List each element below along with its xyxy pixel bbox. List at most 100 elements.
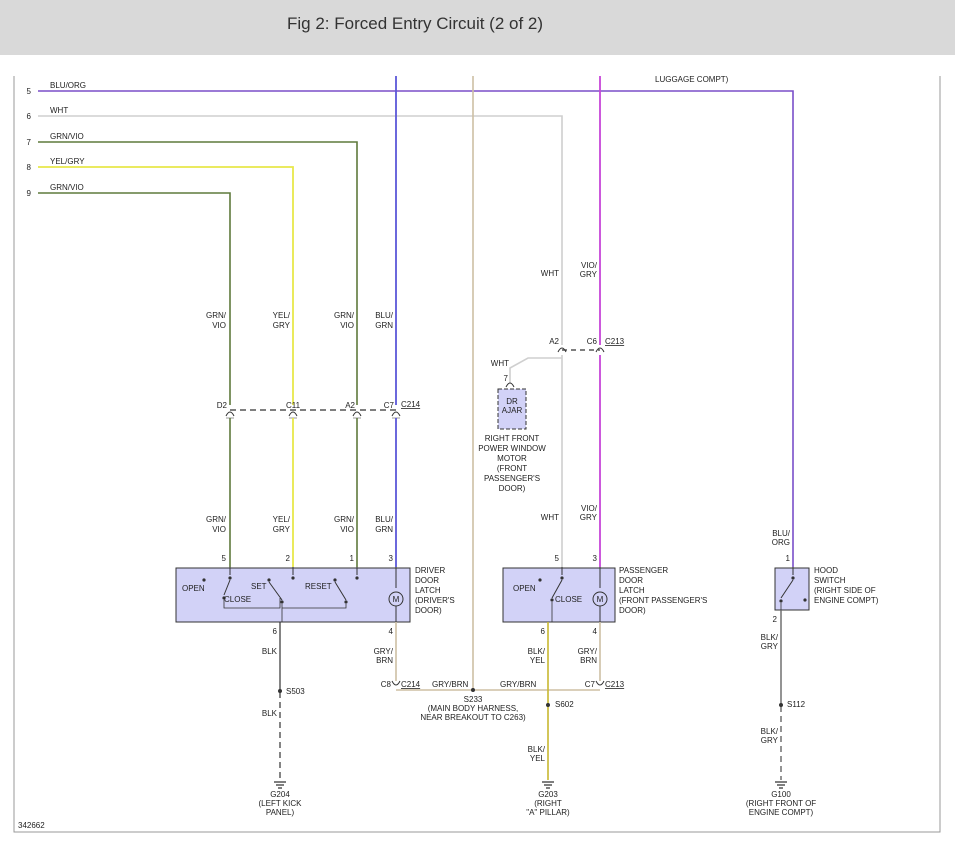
passenger-door-latch: 5 3 M OPEN CLOSE PASSENGER DOOR LATCH (F… [502,554,707,623]
figure-title: Fig 2: Forced Entry Circuit (2 of 2) [287,14,544,33]
label: (LEFT KICK [259,799,303,808]
upper-wire-labels: GRN/ VIO YEL/ GRY GRN/ VIO BLU/ GRN WHT … [206,261,598,330]
label: GRN [375,321,393,330]
label: WHT [541,513,559,522]
label: BLK [262,647,278,656]
label: GRY [273,525,291,534]
luggage-compt-label: LUGGAGE COMPT) [655,75,729,84]
label: VIO [212,321,226,330]
label: (RIGHT FRONT OF [746,799,816,808]
motor-symbol: M [597,595,604,604]
label: BLK [262,709,278,718]
label: (MAIN BODY HARNESS, [428,704,519,713]
label: GRY/BRN [500,680,537,689]
splice-s602-label: S602 [555,700,574,709]
pin-8-label: 8 [27,163,32,172]
pin: 5 [222,554,227,563]
splice-s233-label: S233 [464,695,483,704]
wire-grn-vio-9 [38,192,231,405]
connector-c213-upper: A2 C6 C213 [549,337,625,353]
pin: 2 [286,554,291,563]
label: VIO/ [581,261,598,270]
splice-s503-label: S503 [286,687,305,696]
connector-c213-label: C213 [605,337,625,346]
wire-label-grn-vio-9: GRN/VIO [50,183,84,192]
label: PASSENGER [619,566,668,575]
label: POWER WINDOW [478,444,546,453]
lower-wire-labels-pass: WHT VIO/ GRY BLU/ ORG [541,504,791,547]
dr-ajar-text-b: AJAR [502,406,523,415]
label: BLU/ [375,311,394,320]
label: YEL [530,656,546,665]
label: GRY [580,513,598,522]
label: GRN/ [206,311,227,320]
wire-yel-gry [38,166,294,405]
wire-wht-branch [509,357,562,383]
label: GRY [580,270,598,279]
pin-6-label: 6 [27,112,32,121]
label: GRN/ [334,311,355,320]
label: BLU/ [375,515,394,524]
driver-door-latch: 5 2 1 3 M OPEN CLOSE SET RESET DRIVER DO… [175,554,455,623]
label: HOOD [814,566,838,575]
label: VIO/ [581,504,598,513]
label: ENGINE COMPT) [749,808,814,817]
label: (DRIVER'S [415,596,455,605]
label: BLK/ [528,647,546,656]
splice-s112-label: S112 [787,700,806,709]
label: G203 [538,790,558,799]
lower-wire-labels-driver: GRN/ VIO YEL/ GRY GRN/ VIO BLU/ GRN [206,515,394,534]
dr-ajar-switch: DR AJAR [497,388,527,430]
wire-label-blu-org: BLU/ORG [50,81,86,90]
ground-g204: G204 (LEFT KICK PANEL) [259,781,303,817]
connector-c214: D2 C11 A2 C7 C214 [217,400,421,419]
connector-c214-label: C214 [401,400,421,409]
label: BRN [580,656,597,665]
label: (FRONT [497,464,527,473]
label: GRN/ [334,515,355,524]
wire-wht [38,115,563,345]
connector-c213-lower: C213 [605,680,625,689]
label: VIO [340,321,354,330]
rfpwm-label: RIGHT FRONT POWER WINDOW MOTOR (FRONT PA… [478,434,546,493]
label-close: CLOSE [555,595,582,604]
label: NEAR BREAKOUT TO C263) [420,713,526,722]
figure-header: Fig 2: Forced Entry Circuit (2 of 2) [0,0,955,55]
label: GRY/BRN [432,680,469,689]
label-open: OPEN [513,584,536,593]
label: ENGINE COMPT) [814,596,879,605]
label: DOOR [619,576,643,585]
label-close: CLOSE [224,595,251,604]
wire-label-wht: WHT [50,106,68,115]
splice-dot-s503 [278,689,282,693]
label: GRY [761,642,779,651]
label-wht-branch: WHT [491,359,509,368]
pin: 6 [273,627,278,636]
motor-symbol: M [393,595,400,604]
diagram-frame [13,76,941,833]
wire-label-yel-gry: YEL/GRY [50,157,85,166]
ground-g203: G203 (RIGHT "A" PILLAR) [526,781,570,817]
label: MOTOR [497,454,527,463]
label: BLK/ [528,745,546,754]
pin-a2-pass: A2 [549,337,559,346]
wire-label-grn-vio-7: GRN/VIO [50,132,84,141]
pin: 3 [389,554,394,563]
label: DOOR) [619,606,646,615]
label: BLK/ [761,633,779,642]
pin-5-label: 5 [27,87,32,96]
pin-d2: D2 [217,401,228,410]
pin: 5 [555,554,560,563]
label: DOOR) [415,606,442,615]
left-wire-labels: BLU/ORG WHT GRN/VIO YEL/GRY GRN/VIO [50,81,86,192]
label: (RIGHT [534,799,562,808]
label: GRY [761,736,779,745]
pin-c7: C7 [384,401,395,410]
label: BRN [376,656,393,665]
label: GRY [273,321,291,330]
pin-c6: C6 [587,337,598,346]
left-pin-labels: 5 6 7 8 9 [27,87,32,198]
pin: 6 [541,627,546,636]
label: DOOR [415,576,439,585]
pin: 4 [593,627,598,636]
